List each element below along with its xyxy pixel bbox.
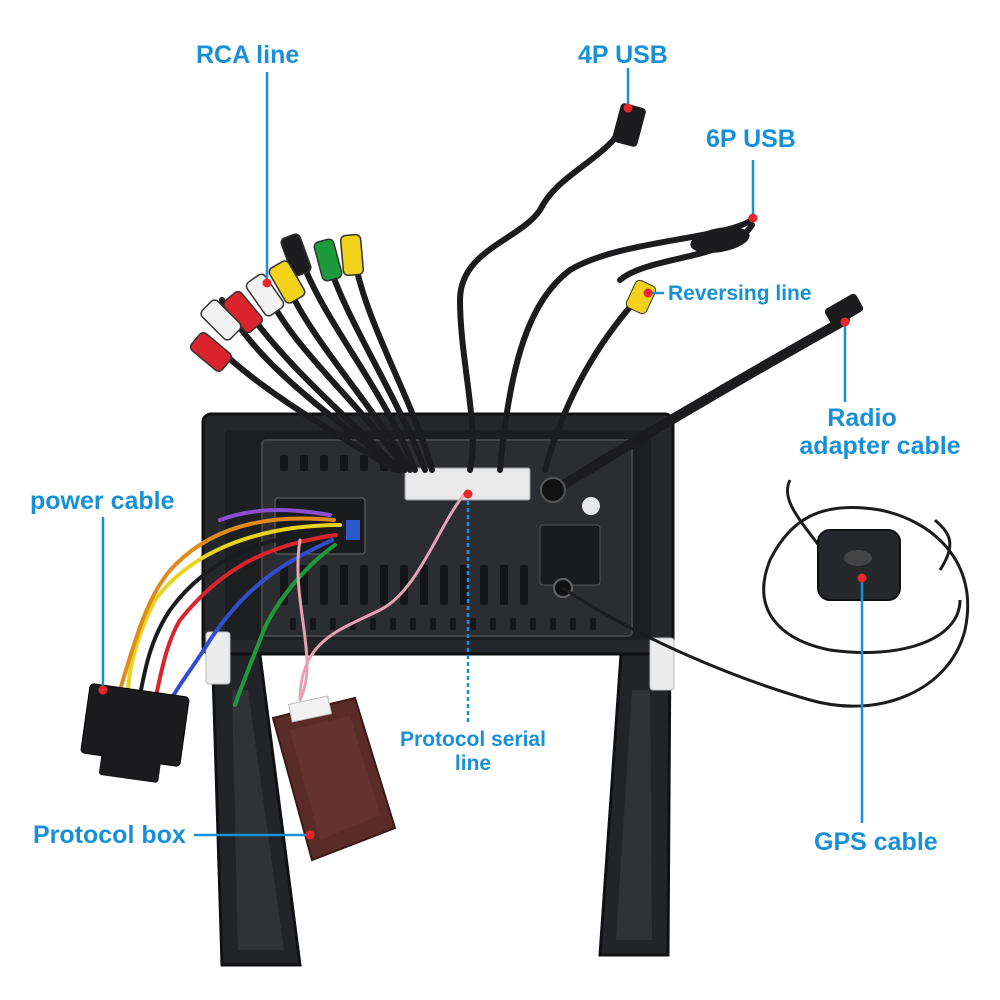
radio-adapter-cable	[540, 293, 864, 503]
power-connector	[80, 683, 190, 783]
usb-6p-label: 6P USB	[706, 125, 796, 153]
dash-kit-frame	[201, 412, 675, 967]
usb-plugs	[612, 103, 750, 315]
gps-antenna	[817, 529, 901, 601]
rca-plugs	[189, 233, 365, 372]
protocol-box-label: Protocol box	[33, 821, 186, 849]
radio-adapter-label-line1: Radio	[827, 404, 897, 432]
gps-cable-label: GPS cable	[814, 828, 938, 856]
protocol-serial-label-line1: Protocol serial	[400, 728, 546, 751]
usb-4p-label: 4P USB	[578, 41, 668, 69]
power-cable-label: power cable	[30, 487, 175, 515]
rca-line-label: RCA line	[196, 41, 300, 69]
pointer-dots	[98, 103, 867, 840]
power-cable	[118, 508, 342, 707]
protocol-serial-wire	[298, 488, 470, 701]
pointer-lines	[101, 68, 864, 837]
reversing-line-label: Reversing line	[668, 282, 812, 305]
protocol-serial-label-line2: line	[454, 752, 492, 775]
protocol-box	[271, 695, 397, 862]
radio-adapter-label-line2: adapter cable	[799, 432, 961, 460]
